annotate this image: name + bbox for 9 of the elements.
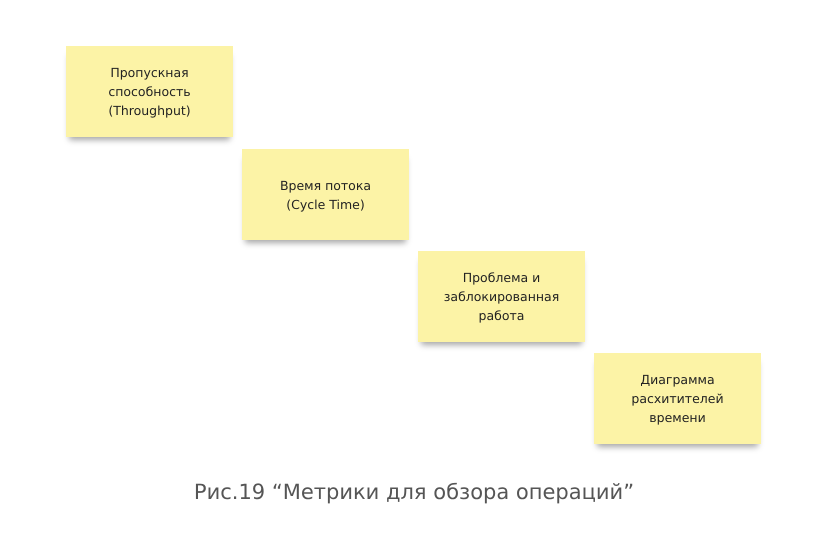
note-text: Проблема и заблокированная работа [444,269,560,325]
sticky-note [594,353,761,444]
note-text: Пропускная способность (Throughput) [107,64,192,120]
figure-caption: Рис.19 “Метрики для обзора операций” [194,480,634,504]
note-text: Диаграмма расхитителей времени [630,371,725,427]
sticky-note [242,149,409,240]
sticky-note [66,46,233,137]
note-text: Время потока (Cycle Time) [278,176,372,214]
sticky-note [418,251,585,342]
